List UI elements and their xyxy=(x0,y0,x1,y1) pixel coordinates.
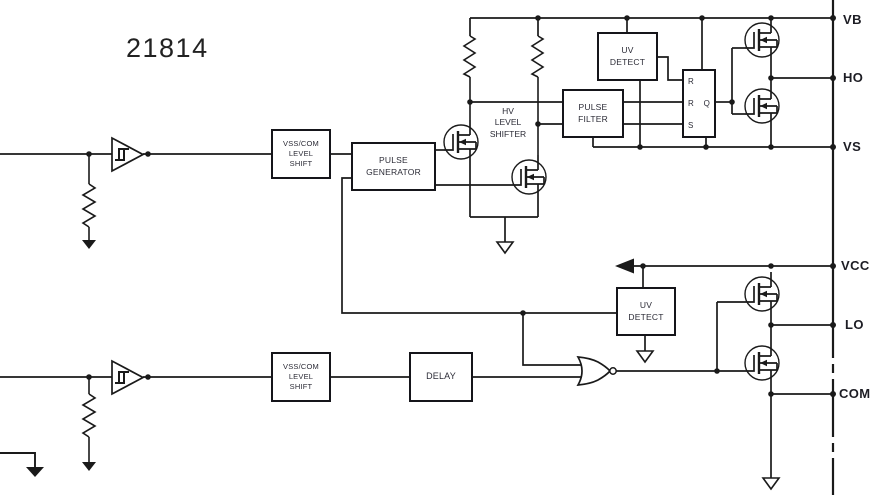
ground-arrow-open xyxy=(635,350,655,364)
hysteresis-icon xyxy=(115,148,129,161)
pin-label-vcc: VCC xyxy=(841,258,870,273)
ground-arrow-filled xyxy=(82,240,96,249)
block-label: PULSE FILTER xyxy=(578,102,608,124)
ground-arrow-filled xyxy=(82,462,96,471)
pin-label-com: COM xyxy=(839,386,871,401)
input-pulldown-resistor-hin xyxy=(81,154,97,240)
block-label: PULSE GENERATOR xyxy=(366,155,421,177)
block-vss-com-level-shift-low: VSS/COM LEVEL SHIFT xyxy=(271,352,331,402)
mosfet-level-shift-right xyxy=(510,153,548,201)
part-number: 21814 xyxy=(126,33,209,63)
vss-ground-stub xyxy=(0,452,36,467)
nor-gate xyxy=(576,356,617,386)
mosfet-ho-low xyxy=(743,82,781,130)
lo-driver-wires xyxy=(472,301,745,378)
invert-bubble xyxy=(609,367,617,375)
block-pulse-generator: PULSE GENERATOR xyxy=(351,142,436,191)
schmitt-buffer-lin xyxy=(111,359,145,396)
input-pulldown-resistor-lin xyxy=(81,377,97,462)
vcc-rail xyxy=(630,265,833,351)
block-label: VSS/COM LEVEL SHIFT xyxy=(283,362,319,391)
mosfet-lo-high xyxy=(743,270,781,318)
ground-arrow-filled xyxy=(26,467,44,477)
block-label: UV DETECT xyxy=(609,45,646,67)
block-vss-com-level-shift-high: VSS/COM LEVEL SHIFT xyxy=(271,129,331,179)
level-shift-source-rail xyxy=(469,164,539,242)
latch-input-r2: R xyxy=(688,99,694,108)
hysteresis-icon xyxy=(115,371,129,384)
latch-output-q: Q xyxy=(703,99,710,108)
mosfet-lo-low xyxy=(743,339,781,387)
pullup-resistor-right xyxy=(530,35,545,155)
lo-com-rails xyxy=(770,316,833,478)
vcc-feed-left-arrow xyxy=(615,258,634,274)
pin-label-vb: VB xyxy=(843,12,862,27)
block-label: VSS/COM LEVEL SHIFT xyxy=(283,139,319,168)
block-uv-detect-high: UV DETECT xyxy=(597,32,658,81)
high-side-logic-wires xyxy=(470,18,833,148)
ground-arrow-open xyxy=(761,477,781,491)
pin-label-vs: VS xyxy=(843,139,862,154)
block-delay: DELAY xyxy=(409,352,473,402)
block-uv-detect-low: UV DETECT xyxy=(616,287,676,336)
label-hv-level-shifter: HV LEVEL SHIFTER xyxy=(489,106,527,139)
schmitt-buffer-hin xyxy=(111,136,145,173)
pulse-generator-wires xyxy=(341,149,617,366)
pin-label-ho: HO xyxy=(843,70,864,85)
block-label: UV DETECT xyxy=(628,300,664,322)
pin-label-lo: LO xyxy=(845,317,864,332)
block-rs-latch: R R S Q xyxy=(682,69,716,138)
latch-input-s: S xyxy=(688,121,694,130)
mosfet-ho-high xyxy=(743,16,781,64)
block-label: DELAY xyxy=(426,371,456,382)
junction-dots xyxy=(86,15,836,397)
ground-arrow-open xyxy=(495,241,515,255)
pullup-resistor-left xyxy=(462,35,477,120)
ho-rails xyxy=(770,62,833,147)
block-pulse-filter: PULSE FILTER xyxy=(562,89,624,138)
mosfet-level-shift-left xyxy=(442,118,480,166)
latch-input-r1: R xyxy=(688,77,694,86)
